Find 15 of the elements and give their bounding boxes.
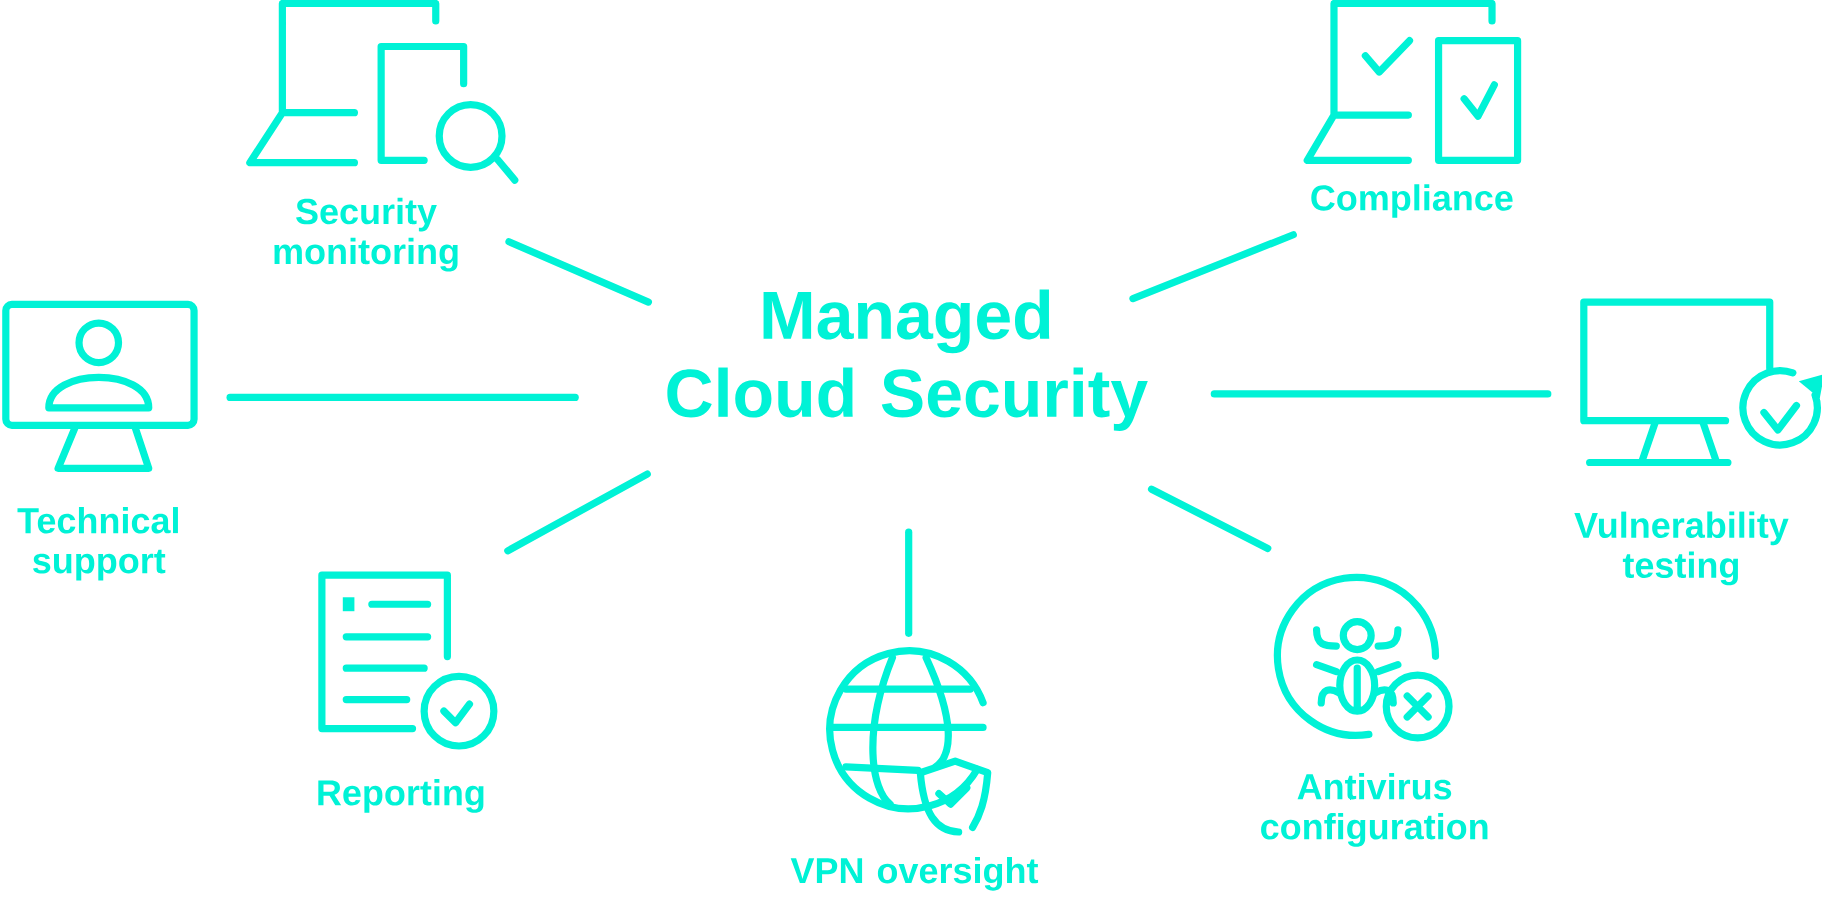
service-label: Technical support	[17, 506, 178, 581]
service-label: Compliance	[1311, 184, 1513, 218]
connector-line	[504, 470, 651, 555]
connector-line	[1147, 485, 1272, 552]
connector-line	[505, 238, 652, 306]
connector-line	[1210, 390, 1552, 398]
title-text: Managed Cloud Security	[667, 289, 1148, 431]
service-label: VPN oversight	[790, 856, 1039, 891]
service-label: Reporting	[318, 779, 484, 813]
service-label: Vulnerability testing	[1574, 511, 1789, 586]
service-label: Antivirus configuration	[1261, 772, 1488, 847]
connector-line	[1129, 231, 1297, 303]
service-label: Security monitoring	[274, 197, 458, 272]
connector-line	[905, 528, 913, 637]
connector-line	[226, 393, 579, 401]
